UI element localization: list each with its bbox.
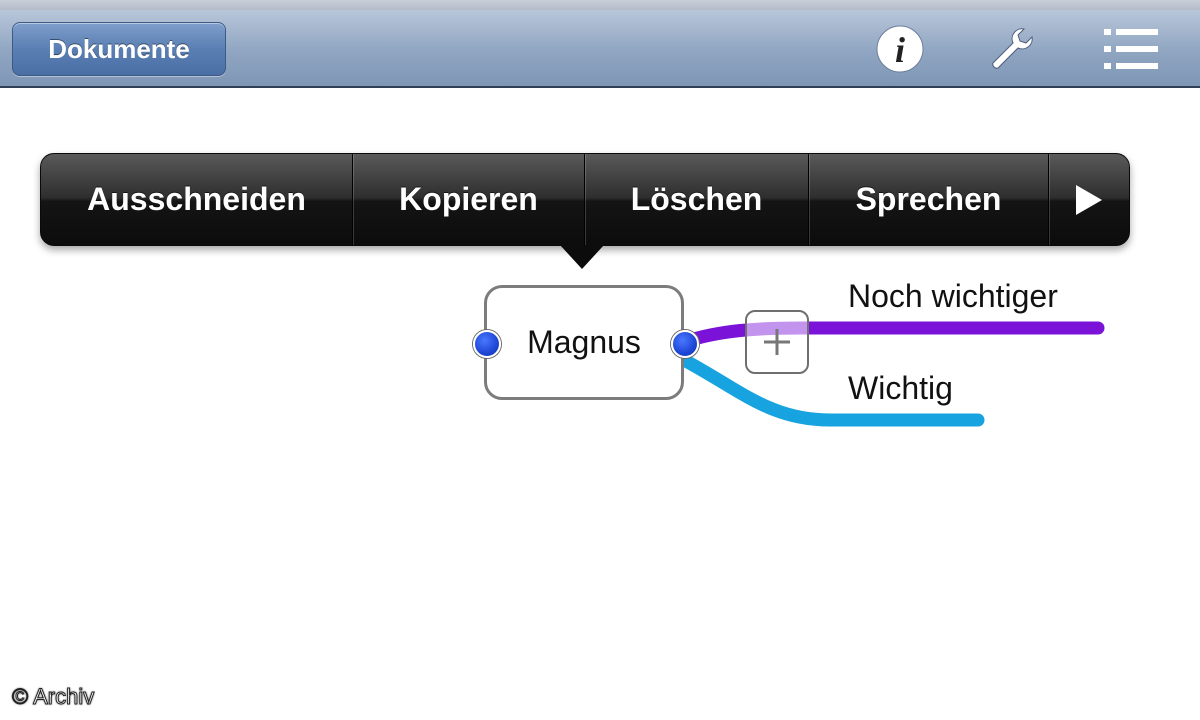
central-node-label: Magnus [527,324,641,360]
list-icon[interactable] [1104,23,1160,75]
info-icon[interactable]: i [874,23,926,75]
wrench-icon[interactable] [986,23,1038,75]
menu-item-delete[interactable]: Löschen [585,154,809,245]
documents-button[interactable]: Dokumente [12,22,226,76]
left-connection-handle[interactable] [473,330,501,358]
svg-text:i: i [895,30,905,70]
central-node[interactable]: Magnus [484,285,684,400]
branch-line-wichtig [677,353,985,427]
menu-pointer [560,245,604,269]
menu-item-copy[interactable]: Kopieren [353,154,585,245]
play-arrow-icon [1076,184,1102,215]
branch-label-wichtig[interactable]: Wichtig [848,370,953,406]
menu-item-speak[interactable]: Sprechen [809,154,1049,245]
menu-more-button[interactable] [1049,154,1129,245]
navigation-bar: Dokumente i [0,10,1200,88]
branch-label-noch-wichtiger[interactable]: Noch wichtiger [848,278,1058,314]
menu-item-cut[interactable]: Ausschneiden [41,154,353,245]
right-connection-handle[interactable] [671,330,699,358]
plus-icon [764,329,790,355]
add-branch-button[interactable] [745,310,809,374]
copyright-watermark: © Archiv [11,684,95,710]
status-strip [0,0,1200,10]
